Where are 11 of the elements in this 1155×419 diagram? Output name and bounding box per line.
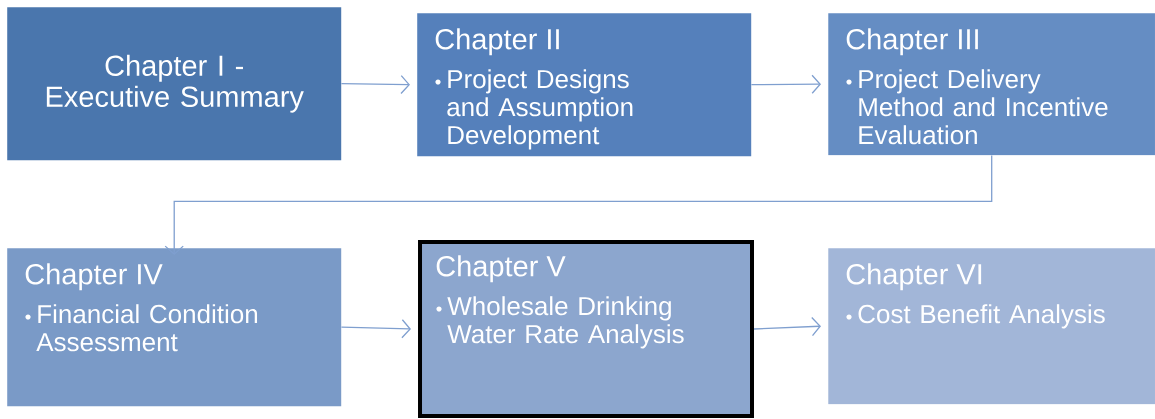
chapter-box: Chapter II Project Designs and Assumption Development — [417, 13, 752, 157]
arrow — [164, 154, 993, 255]
chapter-box: Chapter III Project Delivery Method and Incentive Evaluation — [828, 13, 1155, 156]
arrow — [753, 316, 821, 337]
arrow — [750, 74, 821, 94]
chapter-box: Chapter VI Cost Benefit Analysis — [828, 248, 1155, 405]
arrow — [340, 319, 411, 339]
arrow — [340, 74, 410, 95]
chapter-box: Chapter I - Executive Summary — [7, 7, 342, 161]
chapter-box: Chapter V Wholesale Drinking Water Rate Analysis — [418, 240, 754, 418]
chapter-box: Chapter IV Financial Condition Assessment — [7, 248, 342, 407]
